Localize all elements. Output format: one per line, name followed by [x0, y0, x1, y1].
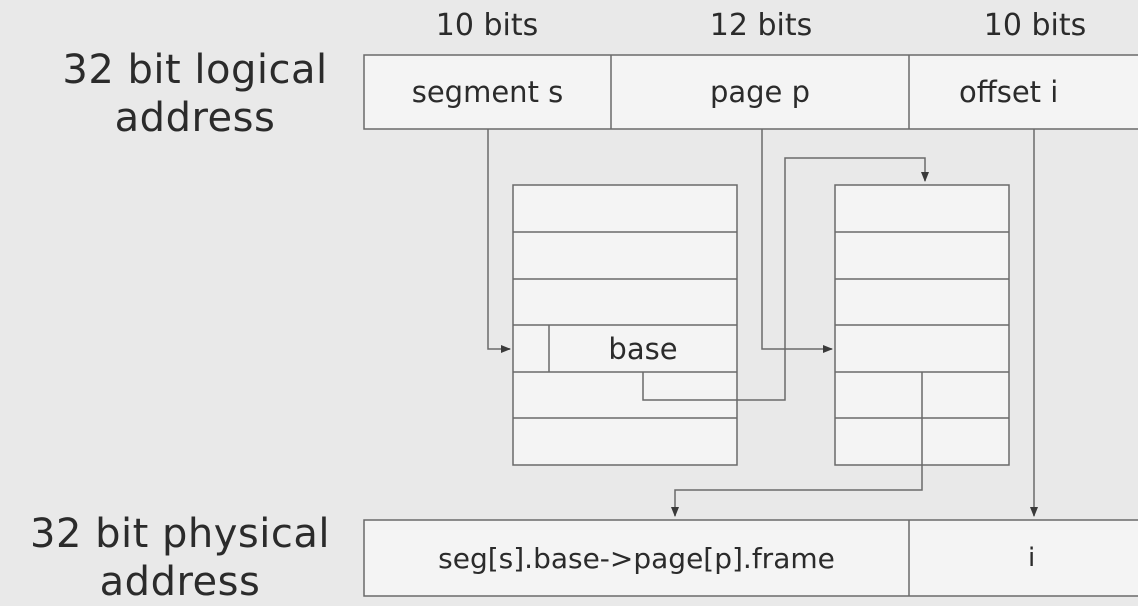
physical-address-label: 32 bit physical address [0, 510, 360, 606]
offset-field: offset i [959, 75, 1059, 109]
bits-label-page: 12 bits [709, 8, 813, 43]
logical-address-label: 32 bit logical address [30, 46, 360, 142]
base-pointer-arrow [642, 157, 929, 401]
frame-arrow [671, 372, 923, 517]
physical-address-label-text: 32 bit physical address [30, 511, 330, 605]
page-field: page p [709, 75, 811, 109]
segment-table [512, 184, 738, 466]
frame-field: seg[s].base->page[p].frame [438, 541, 835, 575]
bits-label-segment: 10 bits [435, 8, 539, 43]
page-index-arrow [761, 129, 833, 353]
logical-address-label-text: 32 bit logical address [62, 47, 328, 141]
physical-address-box [363, 519, 1138, 597]
logical-address-box [363, 54, 1138, 130]
physical-offset-field: i [1028, 543, 1036, 573]
bits-label-offset: 10 bits [983, 8, 1087, 43]
segment-field: segment s [411, 75, 564, 109]
segment-base-entry: base [608, 331, 678, 366]
segment-index-arrow [487, 129, 511, 353]
